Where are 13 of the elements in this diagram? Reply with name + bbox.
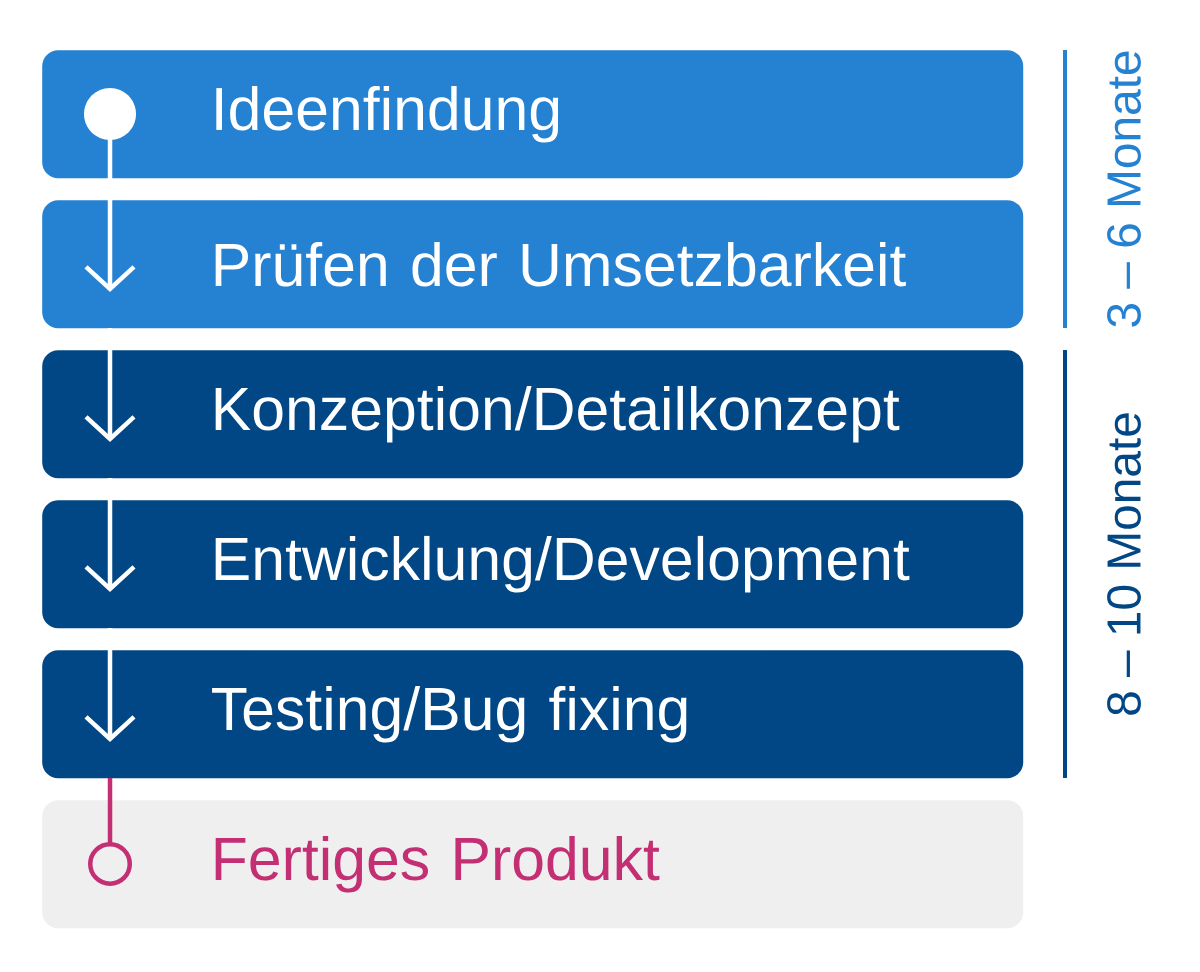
duration-label: 3 – 6 Monate — [1107, 51, 1141, 327]
step-box: Testing/Bug fixing — [42, 650, 1024, 779]
step-box: Konzeption/Detailkonzept — [42, 350, 1024, 479]
arrow — [84, 628, 136, 742]
connector-line — [88, 778, 132, 886]
step-box: Ideenfindung — [42, 50, 1024, 179]
arrow — [84, 328, 136, 442]
step-box: Prüfen der Umsetzbarkeit — [42, 200, 1024, 329]
arrow — [84, 88, 136, 292]
step-box: Fertiges Produkt — [42, 800, 1024, 929]
arrow — [84, 478, 136, 592]
step-box: Entwicklung/Development — [42, 500, 1024, 629]
duration-label: 8 – 10 Monate — [1107, 413, 1141, 715]
